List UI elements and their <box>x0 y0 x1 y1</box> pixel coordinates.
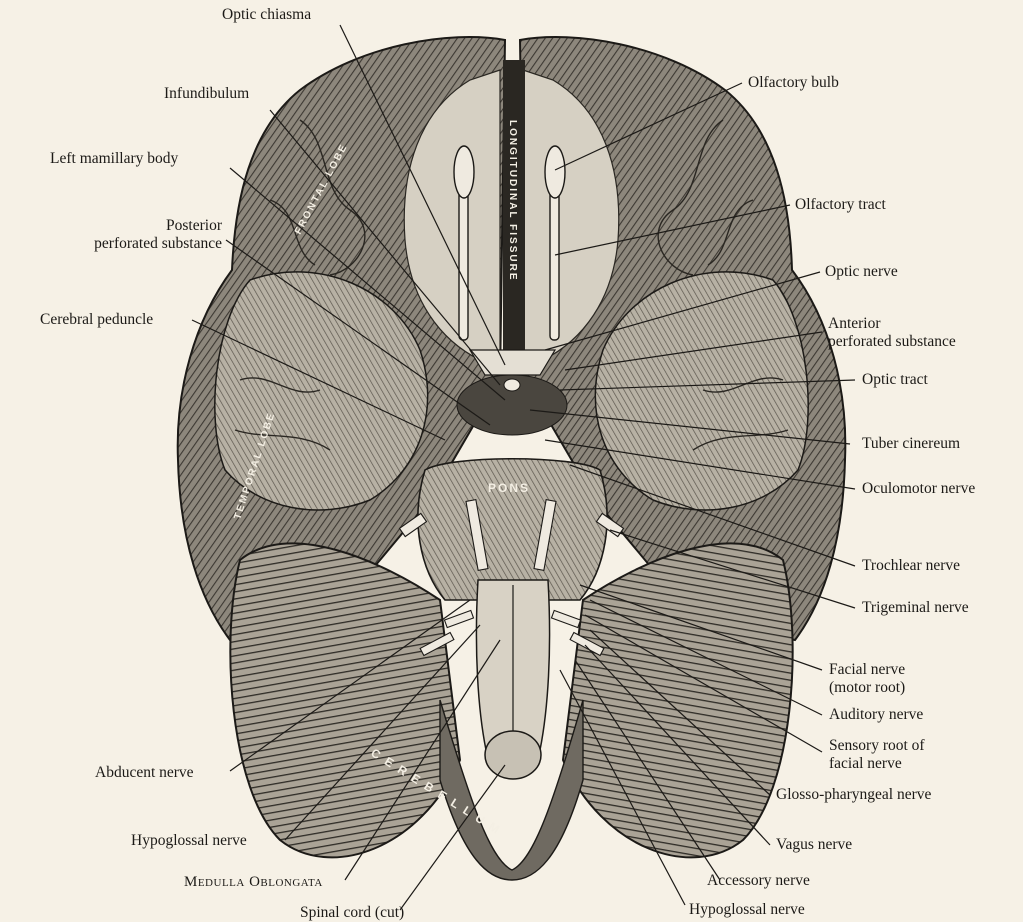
left-temporal-lobe <box>214 271 429 511</box>
label-facial-nerve-line2: (motor root) <box>829 679 906 696</box>
leader-tuber-cinereum <box>529 409 851 445</box>
optic-chiasma-region <box>456 349 568 436</box>
leader-medulla <box>344 639 501 881</box>
leader-auditory-nerve <box>589 599 823 716</box>
spinal-cord-cut <box>484 730 542 780</box>
longitudinal-fissure <box>503 60 525 370</box>
pons-label: PONS <box>488 481 530 495</box>
leader-trigeminal-nerve <box>609 529 856 609</box>
label-hypoglossal-nerve-left: Hypoglossal nerve <box>131 832 247 849</box>
label-trochlear-nerve: Trochlear nerve <box>862 557 960 574</box>
label-infundibulum: Infundibulum <box>164 85 250 102</box>
leader-infundibulum <box>269 109 501 386</box>
label-posterior-perforated-line2: perforated substance <box>94 235 222 252</box>
label-facial-nerve: Facial nerve (motor root) <box>829 661 905 697</box>
label-optic-chiasma: Optic chiasma <box>222 6 312 23</box>
leader-trochlear-nerve <box>569 464 856 567</box>
label-optic-nerve: Optic nerve <box>825 263 898 280</box>
label-anterior-perforated: Anterior perforated substance <box>828 315 956 351</box>
right-temporal-lobe <box>594 271 809 511</box>
leader-left-mamillary-body <box>229 167 506 401</box>
label-posterior-perforated: Posterior perforated substance <box>50 217 222 253</box>
label-spinal-cord: Spinal cord (cut) <box>300 904 405 921</box>
olfactory-structures <box>453 145 566 341</box>
pons <box>417 457 608 601</box>
label-tuber-cinereum: Tuber cinereum <box>862 435 961 452</box>
leader-posterior-perforated <box>225 239 491 426</box>
label-sensory-root-line1: Sensory root of <box>829 737 925 754</box>
label-oculomotor-nerve: Oculomotor nerve <box>862 480 976 497</box>
label-posterior-perforated-line1: Posterior <box>166 217 222 234</box>
leader-sensory-root <box>584 614 823 753</box>
leader-optic-chiasma <box>339 24 506 366</box>
label-olfactory-bulb: Olfactory bulb <box>748 74 839 91</box>
label-sensory-root-line2: facial nerve <box>829 755 902 772</box>
label-auditory-nerve: Auditory nerve <box>829 706 924 723</box>
leader-anterior-perforated <box>564 331 823 371</box>
leader-accessory <box>574 659 721 881</box>
leader-hypoglossal-right <box>559 669 686 906</box>
leader-spinal-cord <box>399 764 506 911</box>
label-left-mamillary-body: Left mamillary body <box>50 150 179 167</box>
leader-lines <box>191 24 856 911</box>
label-facial-nerve-line1: Facial nerve <box>829 661 906 678</box>
label-anterior-perforated-line1: Anterior <box>828 315 881 332</box>
cerebellum <box>229 542 794 881</box>
leader-hypoglossal-left <box>284 624 481 841</box>
label-olfactory-tract: Olfactory tract <box>795 196 886 213</box>
label-accessory-nerve: Accessory nerve <box>707 872 810 889</box>
leader-vagus <box>584 644 771 846</box>
leader-abducent <box>229 599 471 772</box>
leader-cerebral-peduncle <box>191 319 446 441</box>
label-vagus-nerve: Vagus nerve <box>776 836 853 853</box>
label-cerebral-peduncle: Cerebral peduncle <box>40 311 154 328</box>
label-abducent-nerve: Abducent nerve <box>95 764 194 781</box>
leader-olfactory-bulb <box>554 82 743 171</box>
right-orbital-surface <box>522 69 620 361</box>
leader-oculomotor-nerve <box>544 439 856 490</box>
label-hypoglossal-nerve-right: Hypoglossal nerve <box>689 901 805 918</box>
leader-olfactory-tract <box>554 204 791 256</box>
cranial-nerve-stubs <box>398 499 625 657</box>
label-glosso-pharyngeal: Glosso-pharyngeal nerve <box>776 786 932 803</box>
left-orbital-surface <box>403 69 501 361</box>
label-sensory-root: Sensory root of facial nerve <box>829 737 925 773</box>
leader-optic-tract <box>559 379 856 391</box>
leader-facial-nerve <box>579 584 823 671</box>
leader-optic-nerve <box>544 271 821 351</box>
leader-glosso-pharyngeal <box>589 629 771 796</box>
label-optic-tract: Optic tract <box>862 371 928 388</box>
label-medulla-oblongata: Medulla Oblongata <box>184 874 323 890</box>
label-anterior-perforated-line2: perforated substance <box>828 333 956 350</box>
label-trigeminal-nerve: Trigeminal nerve <box>862 599 969 616</box>
longitudinal-fissure-label: LONGITUDINAL FISSURE <box>507 120 518 281</box>
